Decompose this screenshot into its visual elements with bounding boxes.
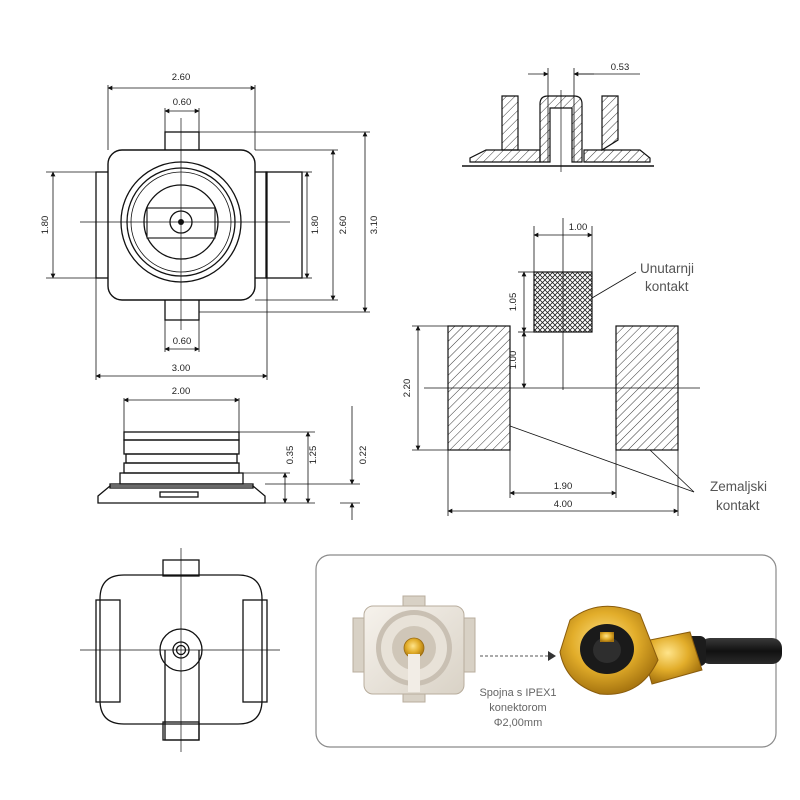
- dim-top-width: 2.60: [172, 72, 191, 83]
- dim-right-inner: 1.80: [310, 216, 321, 235]
- section-view: 0.53: [462, 62, 654, 172]
- dim-side-b: 1.25: [308, 446, 319, 465]
- label-ground-line2: kontakt: [716, 498, 760, 513]
- caption-line1: Spojna s IPEX1: [479, 687, 556, 699]
- top-tab-bottom: [164, 297, 200, 321]
- dim-right-mid: 2.60: [338, 216, 349, 235]
- plug-photo: [559, 605, 782, 695]
- label-inner-line1: Unutarnji: [640, 261, 694, 276]
- top-pad-right: [265, 171, 303, 279]
- top-tab-top: [164, 131, 200, 153]
- label-inner-line2: kontakt: [645, 279, 689, 294]
- caption-line2: konektorom: [489, 702, 546, 714]
- photo-panel: Spojna s IPEX1 konektorom Φ2,00mm: [315, 554, 782, 748]
- dim-bottom-tab: 0.60: [173, 336, 192, 347]
- dim-gap: 1.90: [554, 481, 573, 492]
- footprint-view: 1.00 1.05 1.00 2.20 1.90 4.00 Unutarnji …: [402, 218, 767, 516]
- side-view: 2.00 0.35 1.25 0.22: [97, 386, 369, 520]
- caption-line3: Φ2,00mm: [494, 717, 543, 729]
- dim-left-height: 1.80: [40, 216, 51, 235]
- dim-right-outer: 3.10: [369, 216, 380, 235]
- dim-side-a: 0.35: [285, 446, 296, 465]
- dim-pad-height: 2.20: [402, 379, 413, 398]
- dim-inner-width: 1.00: [569, 222, 588, 233]
- dim-side-top: 2.00: [172, 386, 191, 397]
- dim-section-pin: 0.53: [611, 62, 630, 73]
- receptacle-photo: [352, 595, 476, 703]
- dim-top-tab: 0.60: [173, 97, 192, 108]
- dim-total: 4.00: [554, 499, 573, 510]
- top-view: 2.60 0.60 1.80 1.80 2.60 3.10 0.60 3.00: [40, 72, 380, 380]
- bottom-outline-view: [80, 548, 280, 752]
- dim-inner-height: 1.05: [508, 293, 519, 312]
- dim-total-width: 3.00: [172, 363, 191, 374]
- label-ground-line1: Zemaljski: [710, 479, 767, 494]
- dim-side-c: 0.22: [358, 446, 369, 465]
- dim-inner-offset: 1.00: [508, 351, 519, 370]
